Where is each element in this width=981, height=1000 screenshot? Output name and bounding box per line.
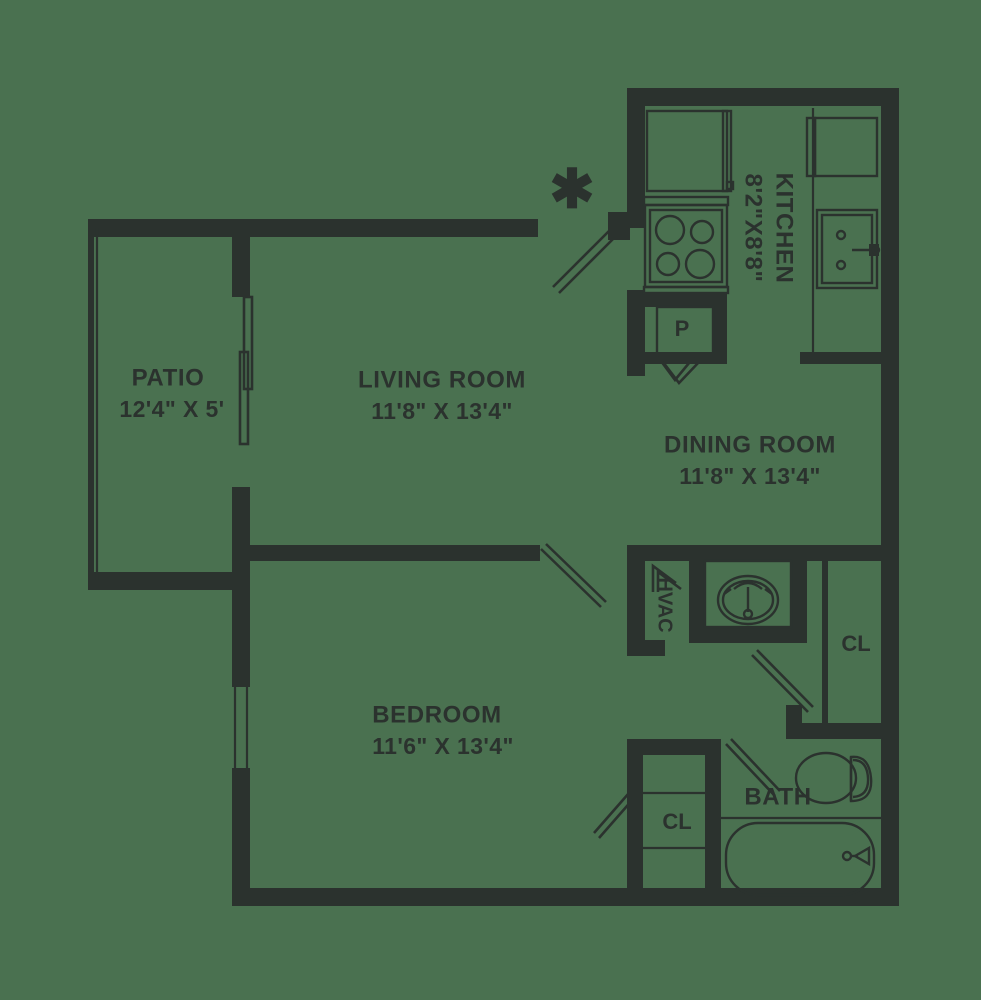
kitchen-upper-cabinet (805, 116, 879, 178)
range-cooktop (642, 195, 730, 295)
room-label-kitchen: KITCHEN (771, 173, 798, 284)
pantry-cabinet (645, 293, 727, 364)
bedroom-window (233, 687, 249, 768)
label-closet-bedroom: CL (662, 809, 691, 834)
room-labels: PATIO 12'4" X 5' LIVING ROOM 11'8" X 13'… (119, 173, 836, 760)
bathtub (721, 816, 881, 897)
room-label-patio: PATIO (132, 364, 205, 391)
kitchen-sink (815, 208, 881, 290)
room-dimensions-bedroom: 11'6" X 13'4" (372, 733, 514, 759)
hall-closet-door-swing[interactable] (751, 649, 814, 713)
refrigerator (645, 109, 735, 193)
kitchen-counter (800, 108, 882, 364)
room-dimensions-kitchen: 8'2"X8'8" (740, 174, 767, 283)
label-pantry: P (675, 316, 690, 341)
label-hvac: HVAC (654, 577, 676, 632)
entry-marker: ✱ (549, 159, 594, 219)
pantry-bifold-door[interactable] (656, 356, 700, 386)
room-dimensions-patio: 12'4" X 5' (119, 396, 224, 422)
label-closet-hall: CL (841, 631, 870, 656)
room-label-living-room: LIVING ROOM (358, 366, 526, 393)
room-label-bedroom: BEDROOM (372, 701, 502, 728)
room-label-dining-room: DINING ROOM (664, 431, 836, 458)
room-dimensions-living-room: 11'8" X 13'4" (371, 398, 513, 424)
bathroom-vanity-sink (703, 559, 793, 629)
entry-door-swing[interactable] (552, 212, 630, 294)
patio-sliding-door[interactable] (238, 295, 254, 446)
bedroom-closet-door-swing[interactable] (593, 791, 705, 850)
bedroom-door-swing[interactable] (540, 543, 607, 608)
bath-door-swing[interactable] (725, 738, 781, 797)
exterior-walls (88, 88, 899, 906)
feature-labels: P HVAC CL CL BATH (654, 316, 871, 834)
toilet (794, 751, 873, 805)
room-dimensions-dining-room: 11'8" X 13'4" (679, 463, 821, 489)
hvac-bifold-door[interactable] (651, 563, 682, 592)
label-bath: BATH (744, 783, 811, 810)
